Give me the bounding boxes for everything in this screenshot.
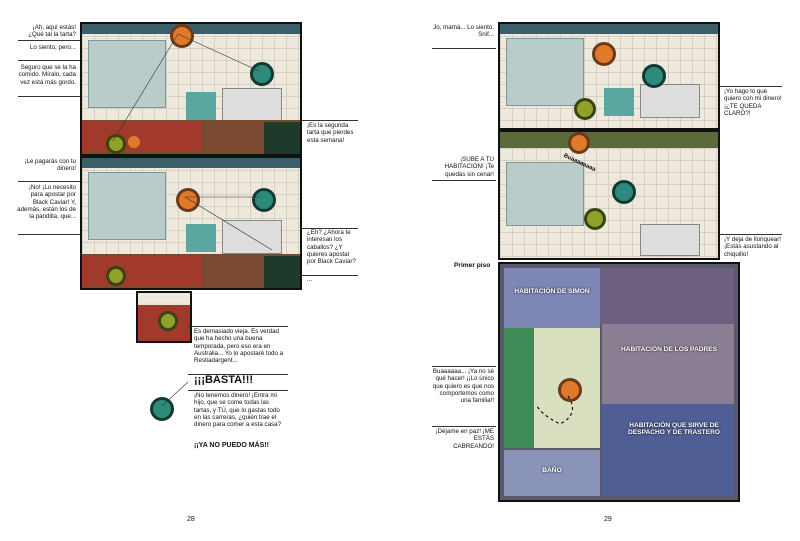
son-marker xyxy=(176,188,200,212)
caption-mother-4: ¡No tenemos dinero! ¡Entra mi hijo, que … xyxy=(194,392,282,429)
caption-father-6: ¡Déjame en paz! ¡ME ESTÁS CABREANDO! xyxy=(435,428,494,450)
room-label-office: HABITACIÓN QUE SIRVE DE DESPACHO Y DE TR… xyxy=(628,422,720,436)
comic-panel-small xyxy=(136,291,192,343)
mother-marker xyxy=(642,64,666,88)
floor-label: Primer piso xyxy=(454,262,491,269)
caption-mother-1: ¡Ah, aquí estás! ¿Qué tal la tarta? xyxy=(28,24,76,39)
caption-mother-7: Buaaaaaa... ¡Ya no sé qué hacer! ¡¡Lo ún… xyxy=(432,368,494,405)
caption-father-1: Seguro que se la ha comido. Míralo, cada… xyxy=(18,64,76,86)
father-marker xyxy=(584,208,606,230)
son-marker xyxy=(568,132,590,154)
mother-marker xyxy=(150,397,174,421)
caption-mother-3: ¡Es la segunda tarta que pierdes esta se… xyxy=(307,122,354,144)
caption-father-2: ¿Eh? ¿Ahora te interesan los caballos? ¿… xyxy=(307,229,356,266)
caption-ellipsis: ... xyxy=(307,276,313,283)
son-marker xyxy=(558,378,582,402)
caption-son-1: Lo siento, pero... xyxy=(29,44,76,51)
caption-father-4: ¡Yo hago lo que quiero con mi dinero! ¡¿… xyxy=(724,88,782,117)
room-parents xyxy=(602,324,734,404)
comic-panel-kitchen-1 xyxy=(80,22,302,156)
caption-mother-6: ¡SUBE A TU HABITACIÓN! ¡Te quedas sin ce… xyxy=(444,156,494,178)
father-marker xyxy=(106,266,126,286)
mother-marker xyxy=(612,180,636,204)
comic-panel-kitchen-4: Buaaaaaaaa xyxy=(498,130,720,260)
caption-mother-2: ¡Le pagarás con tu dinero! xyxy=(24,158,76,173)
room-label-bathroom: BAÑO xyxy=(542,467,562,474)
caption-son-3: Jo, mamá... Lo siento. Snif... xyxy=(433,24,494,39)
caption-mother-5: ¡¡YA NO PUEDO MÁS!! xyxy=(194,442,269,449)
comic-panel-kitchen-2 xyxy=(80,156,302,290)
caption-father-3: Es demasiado vieja. Es verdad que ha hec… xyxy=(194,328,284,365)
mother-marker xyxy=(250,62,274,86)
son-marker xyxy=(592,42,616,66)
room-bathroom xyxy=(504,450,600,496)
father-marker xyxy=(574,98,596,120)
page-number-right: 29 xyxy=(604,516,612,523)
comic-panel-kitchen-3 xyxy=(498,22,720,130)
father-marker xyxy=(158,311,178,331)
caption-basta: ¡¡¡BASTA!!! xyxy=(194,374,254,386)
caption-son-2: ¡No! ¡Lo necesito para apostar por Black… xyxy=(17,184,76,221)
room-office xyxy=(602,404,734,496)
page-number-left: 28 xyxy=(187,516,195,523)
floor-plan: HABITACIÓN DE SIMON HABITACIÓN DE LOS PA… xyxy=(498,262,740,502)
room-label-parents: HABITACIÓN DE LOS PADRES xyxy=(620,346,718,353)
caption-father-5: ¡Y deja de lloriquear! ¡Estás asustando … xyxy=(724,236,781,258)
room-simon xyxy=(504,268,600,328)
mother-marker xyxy=(252,188,276,212)
room-label-simon: HABITACIÓN DE SIMON xyxy=(514,288,590,295)
